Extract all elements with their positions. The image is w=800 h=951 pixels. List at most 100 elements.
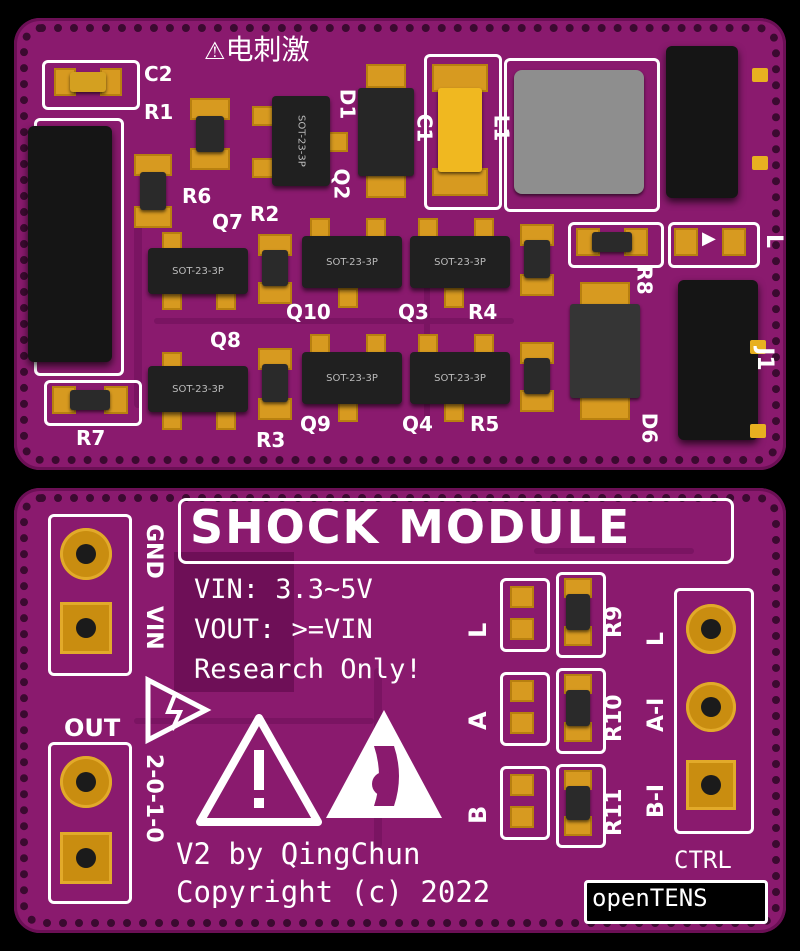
ref-q7: Q7 xyxy=(212,210,243,234)
led-a-pad xyxy=(510,680,534,702)
vin-pad xyxy=(60,602,112,654)
led-l-pad xyxy=(510,586,534,608)
ref-q9: Q9 xyxy=(300,412,331,436)
out-pad-2 xyxy=(60,832,112,884)
r5-body xyxy=(524,358,550,394)
led-b-label: B xyxy=(464,805,492,824)
r9-pad xyxy=(564,578,592,598)
vin-spec: VIN: 3.3~5V xyxy=(194,574,373,605)
module-title: SHOCK MODULE xyxy=(190,500,632,554)
title-cn: ⚠电刺激 xyxy=(204,33,310,66)
q10-ic: SOT-23-3P xyxy=(302,236,402,288)
ref-r2: R2 xyxy=(250,202,280,226)
copyright-line: Copyright (c) 2022 xyxy=(176,875,491,909)
q10-pad xyxy=(338,288,358,308)
header-left xyxy=(28,126,112,362)
header-pin xyxy=(750,424,766,438)
r6-pad xyxy=(134,154,172,176)
led-outline xyxy=(668,222,760,268)
ref-q3: Q3 xyxy=(398,300,429,324)
ref-q2: Q2 xyxy=(329,168,354,200)
ref-l1: L1 xyxy=(489,114,514,142)
r7-outline xyxy=(44,380,142,426)
q7-pad xyxy=(216,290,236,310)
d6-pad xyxy=(580,282,630,308)
q3-ic: SOT-23-3P xyxy=(410,236,510,288)
q7-pad xyxy=(162,232,182,252)
q4-pad xyxy=(418,334,438,356)
header-pin xyxy=(752,156,768,170)
header-pin xyxy=(750,340,766,354)
q9-pad xyxy=(310,334,330,356)
d6-pad xyxy=(580,394,630,420)
ref-q8: Q8 xyxy=(210,328,241,352)
q8-ic: SOT-23-3P xyxy=(148,366,248,412)
c1-body xyxy=(438,88,482,172)
ctrl-b-label: B-I xyxy=(644,783,669,818)
out-header-outline xyxy=(48,742,132,904)
vout-spec: VOUT: >=VIN xyxy=(194,614,373,645)
r9-pad xyxy=(564,626,592,646)
q2-ic: SOT-23-3P xyxy=(272,96,330,186)
led-l-outline xyxy=(500,578,550,652)
header-j1 xyxy=(678,280,758,440)
header-top-right xyxy=(666,46,738,198)
led-b-pad xyxy=(510,806,534,828)
research-note: Research Only! xyxy=(194,654,422,685)
c2-outline xyxy=(42,60,140,110)
l1-outline xyxy=(504,58,660,212)
trace xyxy=(534,548,694,554)
ref-r7: R7 xyxy=(76,426,106,450)
q2-pad xyxy=(326,132,348,152)
r-pad xyxy=(258,282,292,304)
r9-outline xyxy=(556,572,606,658)
version-line: V2 by QingChun xyxy=(176,837,421,871)
q3-pad xyxy=(418,218,438,240)
r11-pad xyxy=(564,816,592,836)
ref-d1: D1 xyxy=(335,88,360,120)
q4-pad xyxy=(444,402,464,422)
ref-r5: R5 xyxy=(470,412,500,436)
ref-r4: R4 xyxy=(468,300,498,324)
ref-c2: C2 xyxy=(144,62,173,86)
ref-r1: R1 xyxy=(144,100,174,124)
pcb-top-board: ⚠电刺激 C2 R1 R6 SOT-23-3P R2 Q2 D1 C1 L1 Q… xyxy=(14,18,786,470)
led-a-label: A xyxy=(464,711,492,730)
r1-pad xyxy=(190,98,230,120)
r7-body xyxy=(70,390,110,410)
r8-body xyxy=(592,232,632,252)
ref-q10: Q10 xyxy=(286,300,331,324)
vin-label: VIN xyxy=(141,606,166,650)
q9-pad xyxy=(366,334,386,356)
led-l-pad xyxy=(510,618,534,640)
r9-body xyxy=(566,594,590,630)
l1-body xyxy=(514,70,644,194)
led-pad xyxy=(674,228,698,256)
c1-pad xyxy=(432,64,488,92)
r-body xyxy=(262,250,288,286)
ctrl-a-label: A-I xyxy=(644,697,669,732)
ctrl-l-label: L xyxy=(644,631,669,646)
brand-label: openTENS xyxy=(592,884,708,912)
c1-pad xyxy=(432,168,488,196)
q4-pad xyxy=(474,334,494,356)
q3-pad xyxy=(444,288,464,308)
q4-ic: SOT-23-3P xyxy=(410,352,510,404)
led-b-outline xyxy=(500,766,550,840)
d1-pad xyxy=(366,174,406,198)
ref-c1: C1 xyxy=(412,113,437,143)
ref-q4: Q4 xyxy=(402,412,433,436)
out-pins-label: 2-0-1-0 xyxy=(141,754,166,843)
power-header-outline xyxy=(48,514,132,676)
title-frame xyxy=(178,498,734,564)
warning-icon xyxy=(196,714,322,826)
high-voltage-icon xyxy=(145,675,212,745)
r4-body xyxy=(524,240,550,278)
out-label: OUT xyxy=(64,714,121,742)
ref-l-top: L xyxy=(761,233,786,249)
led-b-pad xyxy=(510,774,534,796)
led-a-pad xyxy=(510,712,534,734)
q2-pad xyxy=(252,158,274,178)
d1-pad xyxy=(366,64,406,88)
q10-pad xyxy=(310,218,330,240)
